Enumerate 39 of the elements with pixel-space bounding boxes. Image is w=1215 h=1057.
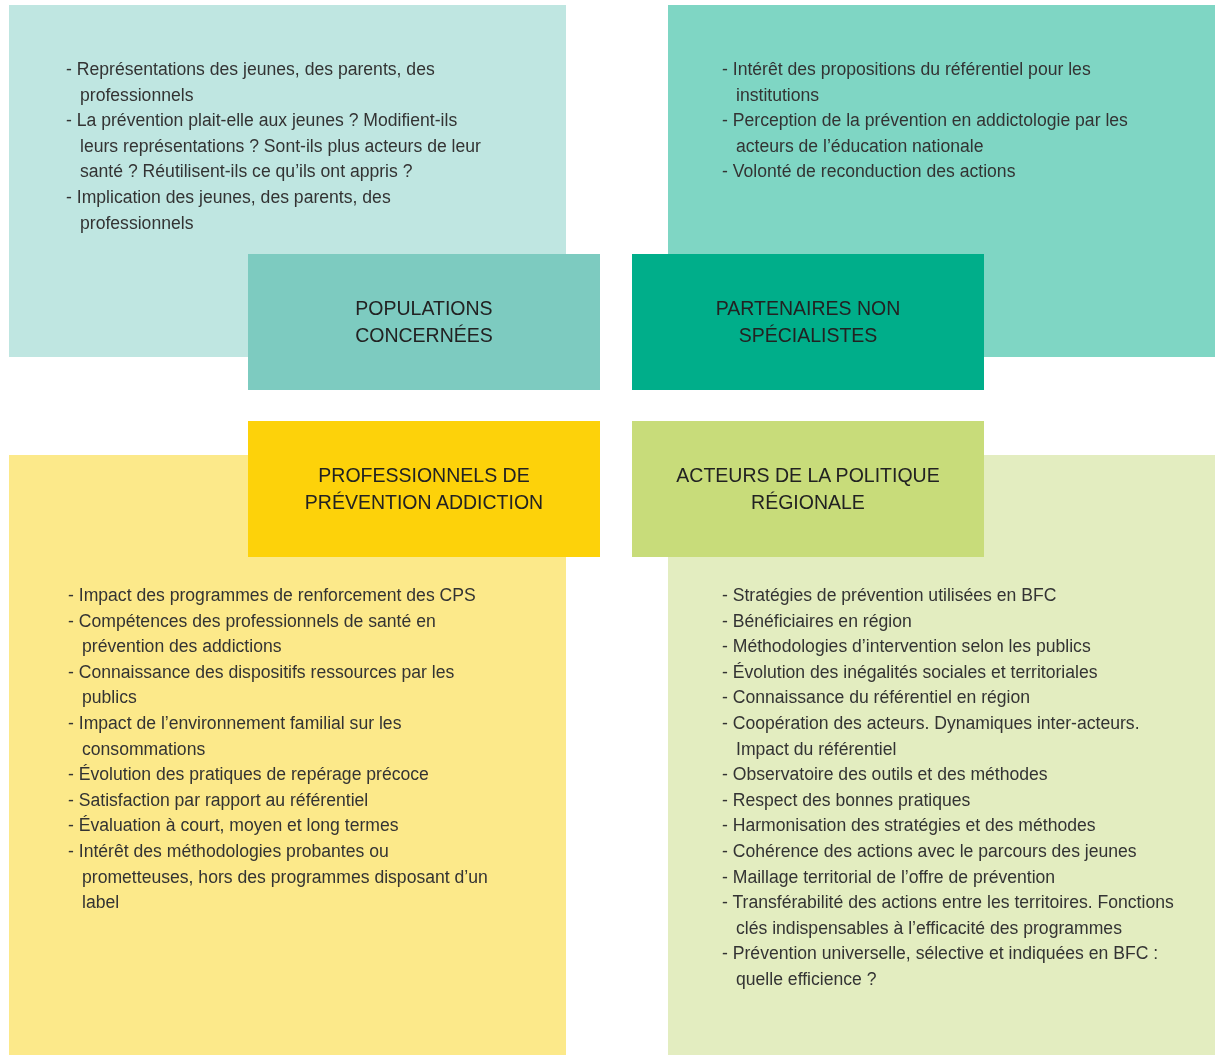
list-item: - Évolution des inégalités sociales et territoriales <box>722 660 1099 684</box>
list-item: - Volonté de reconduction des actions <box>722 160 1017 184</box>
heading-box <box>632 421 984 557</box>
list-item: - Observatoire des outils et des méthodes <box>722 763 1049 787</box>
heading-box <box>632 254 984 390</box>
list-item: - Cohérence des actions avec le parcours des jeunes <box>722 839 1138 863</box>
list-item: - Connaissance du référentiel en région <box>722 686 1032 710</box>
list-item: - Impact de l’environnement familial sur les consommations <box>68 711 403 761</box>
heading-text: ACTEURS DE LA POLITIQUE RÉGIONALE <box>675 463 941 515</box>
list-item: - La prévention plait-elle aux jeunes ? Modifient-ils leurs représentations ? Sont-ils plus acteurs de leur santé ? Réutilisent-ils ce qu’ils ont appris ? <box>66 109 482 184</box>
list-item: - Prévention universelle, sélective et indiquées en BFC : quelle efficience ? <box>722 942 1160 991</box>
list-item: - Bénéficiaires en région <box>722 609 913 633</box>
list-item: - Évolution des pratiques de repérage précoce <box>68 763 430 787</box>
list-item: - Stratégies de prévention utilisées en BFC <box>722 584 1058 607</box>
list-item: - Évaluation à court, moyen et long termes <box>68 814 400 838</box>
list-item: - Transférabilité des actions entre les territoires. Fonctions clés indispensables à l’efficacité des programmes <box>722 891 1175 940</box>
list-item: - Respect des bonnes pratiques <box>722 788 972 812</box>
heading-text: POPULATIONS CONCERNÉES <box>354 296 494 348</box>
topic-panel <box>668 557 1215 1055</box>
list-item: - Méthodologies d’intervention selon les publics <box>722 635 1092 659</box>
list-item: - Satisfaction par rapport au référentiel <box>68 788 370 812</box>
heading-text: PARTENAIRES NON SPÉCIALISTES <box>714 296 902 348</box>
heading-box <box>248 421 600 557</box>
heading-text: PROFESSIONNELS DE PRÉVENTION ADDICTION <box>303 463 545 515</box>
list-item: - Maillage territorial de l’offre de prévention <box>722 865 1057 889</box>
heading-box <box>248 254 600 390</box>
list-item: - Perception de la prévention en addictologie par les acteurs de l’éducation nationale <box>722 109 1129 158</box>
topic-panel <box>9 557 566 1055</box>
list-item: - Intérêt des propositions du référentiel pour les institutions <box>722 58 1092 107</box>
list-item: - Harmonisation des stratégies et des méthodes <box>722 814 1097 838</box>
list-item: - Intérêt des méthodologies probantes ou prometteuses, hors des programmes disposant d’un label <box>68 839 489 915</box>
topic-panel <box>668 5 1215 254</box>
list-item: - Représentations des jeunes, des parents, des professionnels <box>66 58 436 107</box>
list-item: - Connaissance des dispositifs ressources par les publics <box>68 660 456 710</box>
topic-panel <box>9 5 566 254</box>
list-item: - Coopération des acteurs. Dynamiques inter-acteurs. Impact du référentiel <box>722 711 1141 761</box>
list-item: - Implication des jeunes, des parents, des professionnels <box>66 185 392 235</box>
list-item: - Impact des programmes de renforcement des CPS <box>68 584 477 607</box>
list-item: - Compétences des professionnels de santé en prévention des addictions <box>68 609 437 659</box>
